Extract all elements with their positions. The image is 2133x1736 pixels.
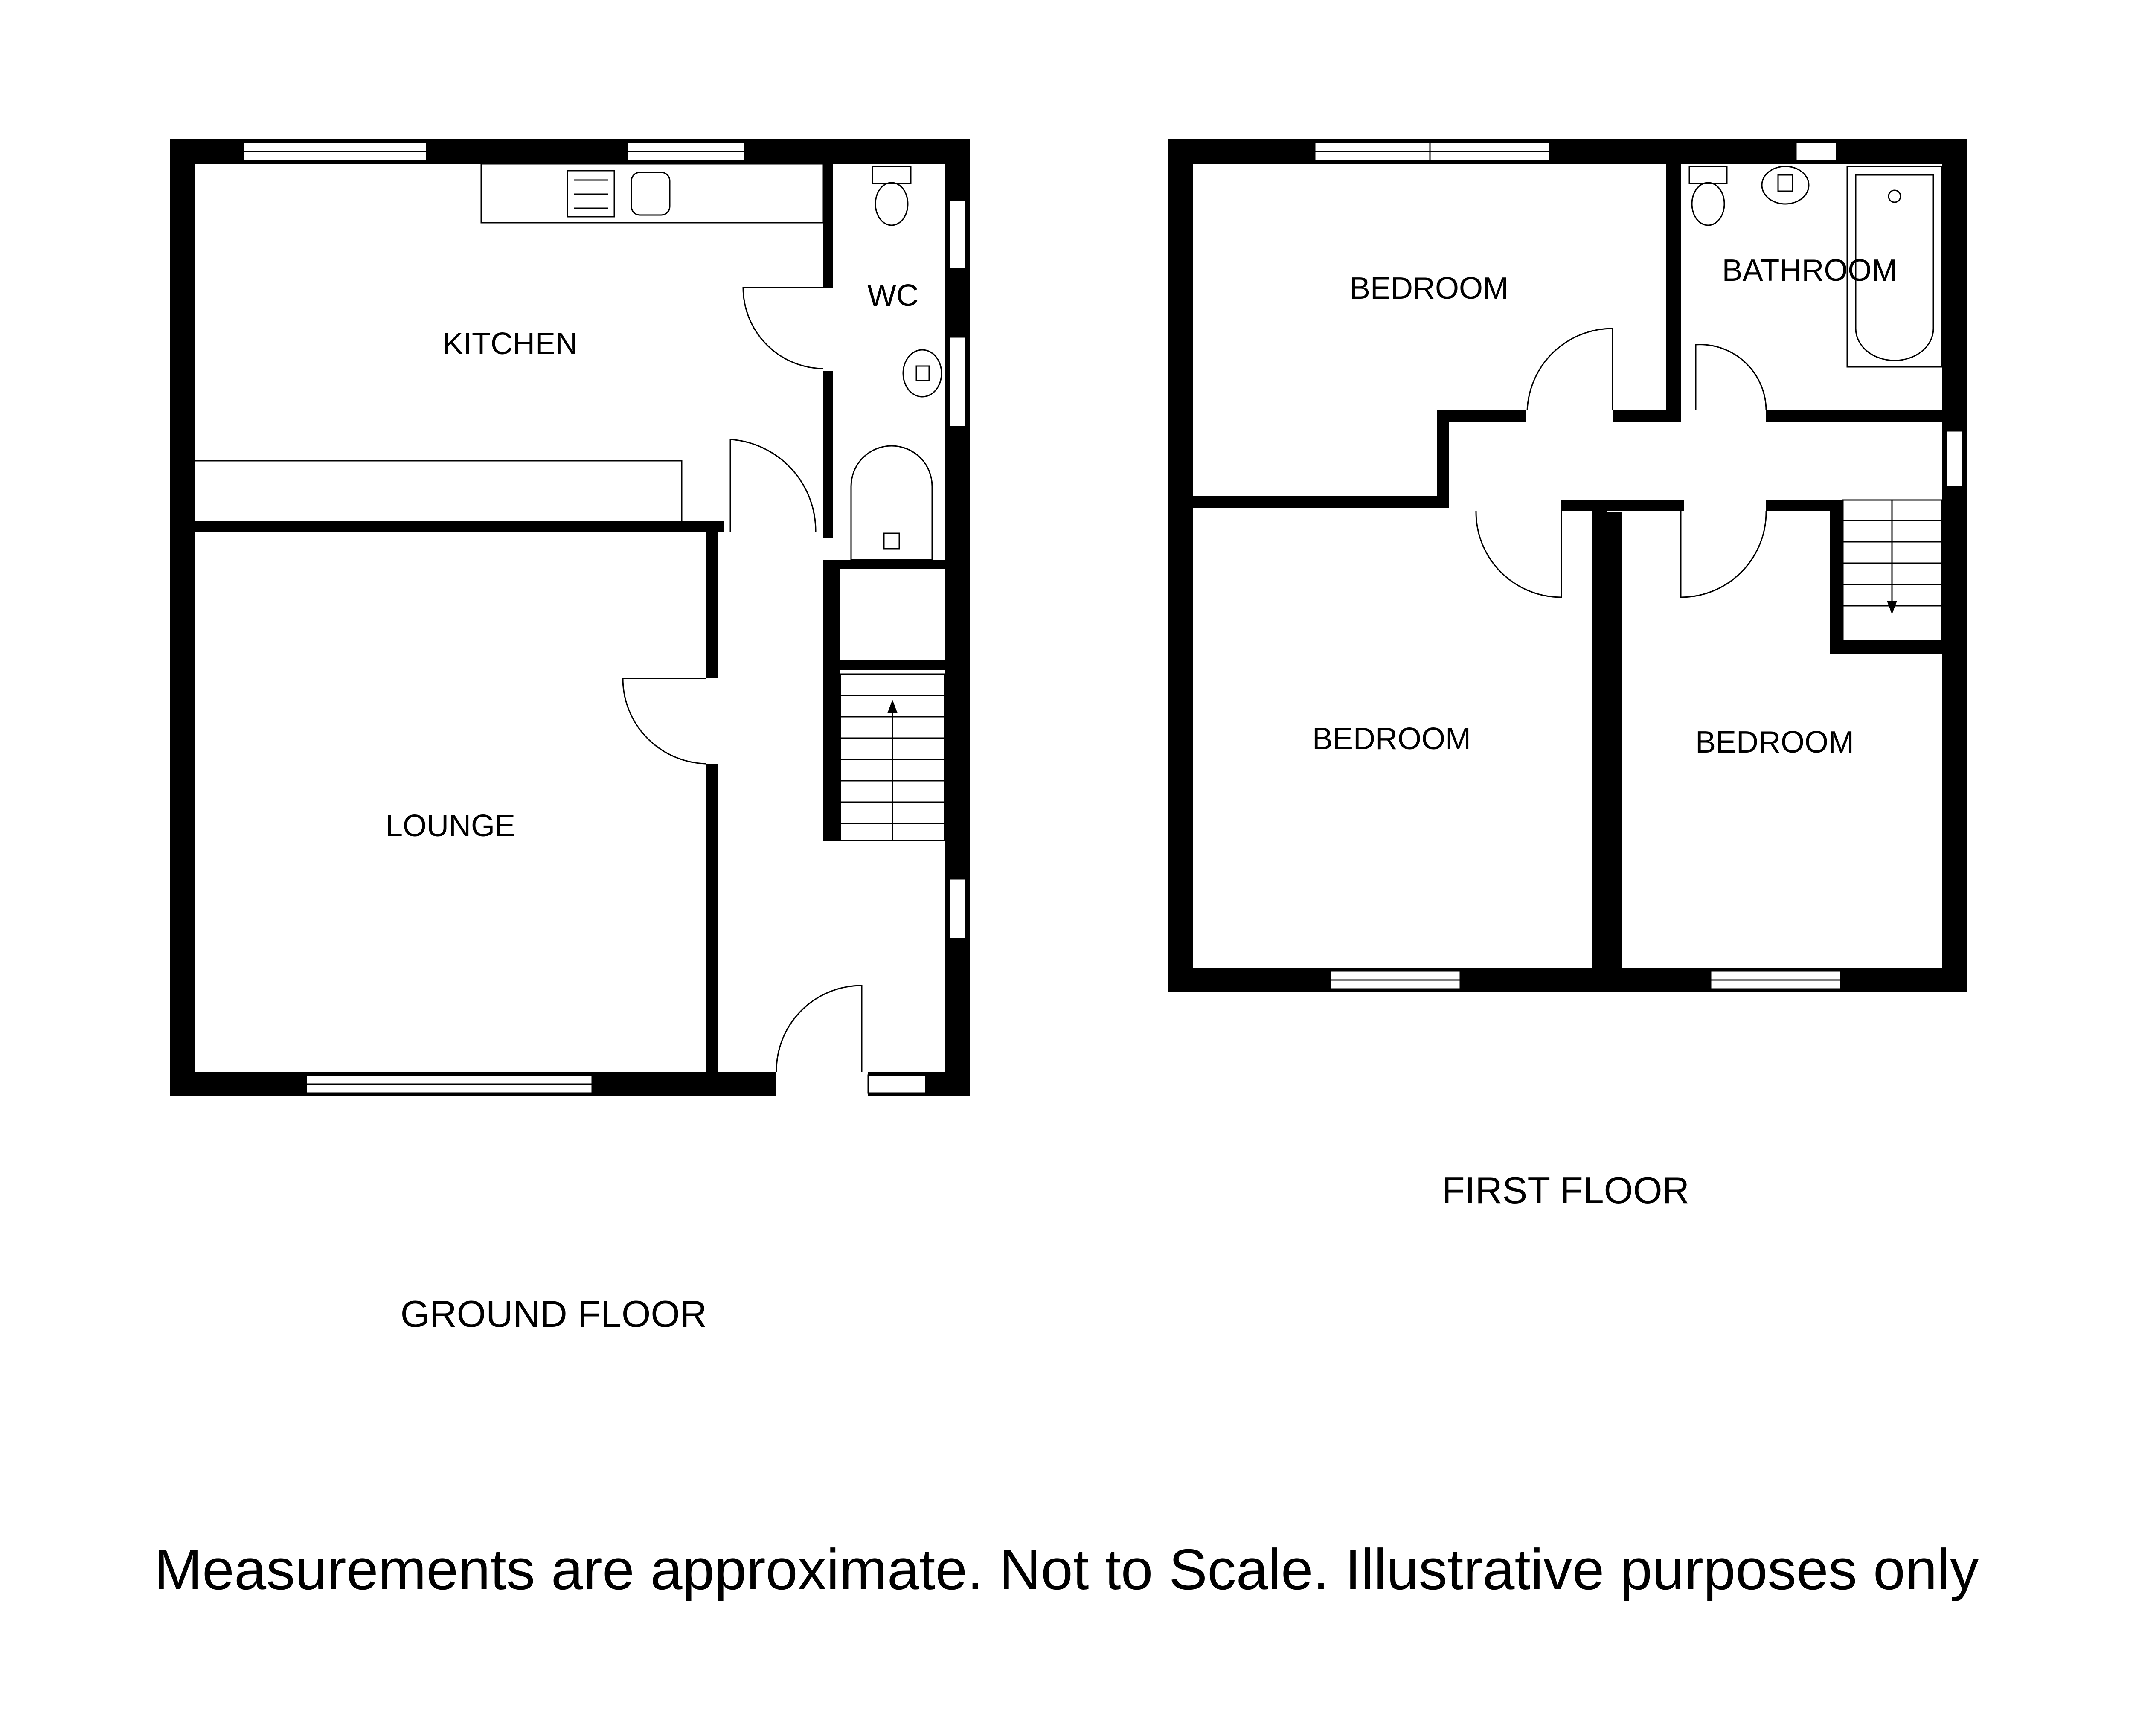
ff-bedroom-1-label: BEDROOM xyxy=(1350,271,1508,305)
ff-window-right-1 xyxy=(1945,430,1963,487)
gf-wall-left xyxy=(170,139,195,1096)
ground-floor-title: GROUND FLOOR xyxy=(401,1293,707,1335)
gf-window-right-1 xyxy=(948,200,966,270)
ff-wall-bed1-bottom xyxy=(1193,496,1449,508)
gf-front-door-gap xyxy=(776,1070,868,1098)
ff-wall-stair-left xyxy=(1830,500,1843,654)
gf-wall-lounge-hall-2 xyxy=(706,764,718,1072)
gf-wall-kitchen-wc-1 xyxy=(823,164,833,288)
ff-bed3-door xyxy=(1680,511,1767,598)
ff-wall-bottom xyxy=(1168,968,1967,992)
ff-wall-bath-left xyxy=(1666,164,1681,422)
first-floor-plan: BEDROOM BATHROOM BEDROOM BEDROOM FIRST F… xyxy=(1168,139,1967,1211)
ff-wall-stair-bottom xyxy=(1830,641,1942,654)
gf-kitchen-worktop-top xyxy=(480,163,824,224)
gf-kitchen-sink xyxy=(631,172,671,216)
gf-kitchen-worktop-bottom xyxy=(194,460,683,522)
ff-bath-basin xyxy=(1761,166,1810,205)
gf-wc-toilet xyxy=(875,182,909,226)
ff-bed2-door xyxy=(1475,511,1562,598)
ff-bath-door xyxy=(1695,344,1767,411)
ff-wall-landing-left xyxy=(1437,410,1449,508)
gf-lounge-label: LOUNGE xyxy=(386,809,515,843)
gf-wall-right xyxy=(945,139,970,1096)
gf-wc-basin xyxy=(902,349,942,398)
gf-wall-stair-left xyxy=(823,560,840,841)
ff-wall-bed3-left xyxy=(1607,512,1622,968)
gf-wall-store-bottom xyxy=(823,660,945,670)
ff-bedroom-2-label: BEDROOM xyxy=(1312,722,1471,756)
ff-wall-top xyxy=(1168,139,1967,164)
ground-floor-plan: KITCHEN WC LOUNGE GROUND FLOOR xyxy=(170,139,970,1335)
ff-wall-right xyxy=(1942,139,1967,992)
ff-bath-cistern xyxy=(1688,166,1728,184)
ff-wall-bed3-top-2 xyxy=(1766,500,1830,511)
ff-wall-landing-top-3 xyxy=(1766,410,1942,422)
gf-window-bottom-2 xyxy=(867,1074,927,1094)
gf-kitchen-wc-door xyxy=(742,287,824,369)
ff-bedroom-3-label: BEDROOM xyxy=(1695,725,1854,759)
gf-wc-shower xyxy=(850,445,933,561)
ff-bath-toilet xyxy=(1691,182,1725,226)
first-floor-title: FIRST FLOOR xyxy=(1442,1169,1689,1211)
gf-kitchen-label: KITCHEN xyxy=(443,327,578,361)
ff-bathroom-label: BATHROOM xyxy=(1722,253,1898,288)
gf-wc-cistern xyxy=(872,166,912,184)
gf-stairs-arrow-icon xyxy=(887,700,898,713)
gf-kitchen-hob xyxy=(567,170,615,218)
ff-wall-landing-top-1 xyxy=(1437,410,1526,422)
gf-wall-lounge-hall-1 xyxy=(706,521,718,678)
ff-stairs-arrow-icon xyxy=(1887,601,1897,614)
ff-wall-left xyxy=(1168,139,1193,992)
ff-bathtub xyxy=(1846,166,1943,368)
gf-lounge-door xyxy=(622,678,706,765)
gf-wall-kitchen-wc-2 xyxy=(823,371,833,538)
disclaimer-text: Measurements are approximate. Not to Sca… xyxy=(154,1537,1979,1602)
ff-bed1-door xyxy=(1526,328,1613,411)
gf-wall-wc-bottom xyxy=(823,560,945,569)
gf-window-right-3 xyxy=(948,878,966,939)
gf-kitchen-hall-door xyxy=(729,439,817,533)
ff-wall-bed2-right xyxy=(1592,503,1607,968)
ff-window-top-3 xyxy=(1795,142,1837,161)
gf-window-right-2 xyxy=(948,336,966,427)
gf-front-door xyxy=(776,985,863,1072)
gf-wc-label: WC xyxy=(867,279,918,313)
gf-wall-kitchen-lounge xyxy=(195,521,724,532)
ff-wall-bed3-top xyxy=(1607,500,1684,511)
